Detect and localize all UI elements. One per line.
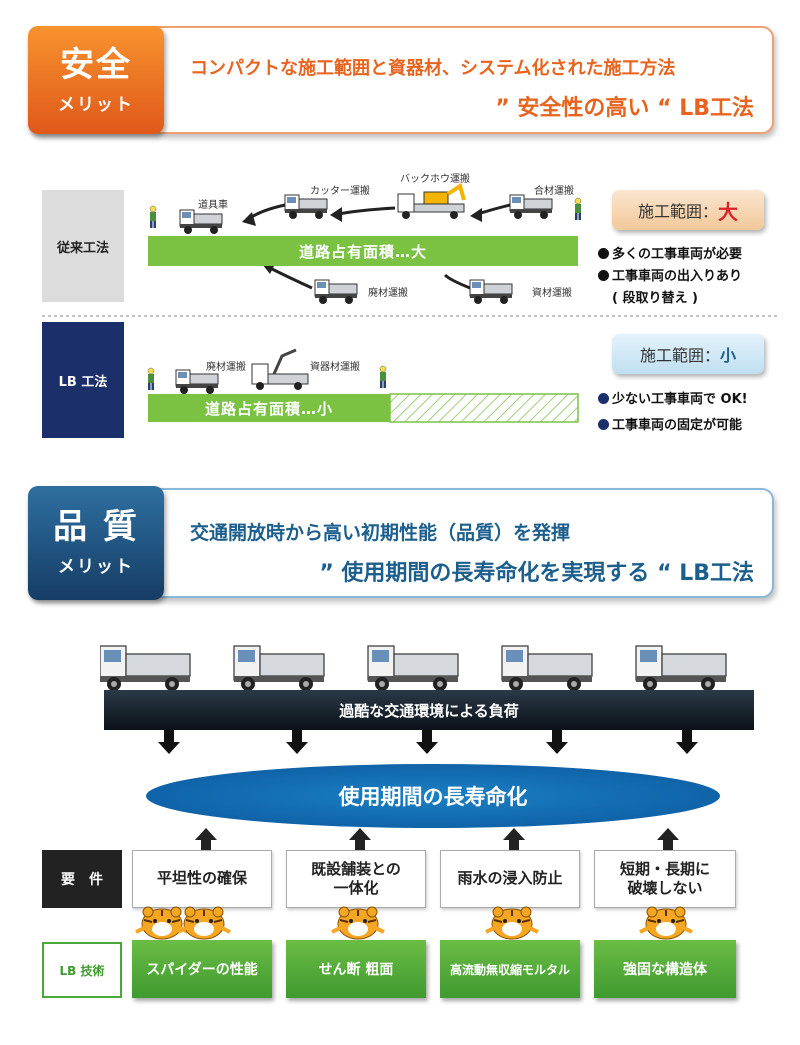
lb-bullet-1: 少ない工事車両で OK! <box>598 388 748 407</box>
up-arrow <box>503 828 525 850</box>
requirement-flatness: 平坦性の確保 <box>132 850 272 908</box>
caption-lb-waste: 廃材運搬 <box>206 362 246 373</box>
lb-scope-badge: 施工範囲： 小 <box>612 334 764 374</box>
lb-label-panel <box>42 322 124 438</box>
lb-unused-area <box>389 393 579 423</box>
lb-method-label: LB 工法 <box>58 374 108 390</box>
quality-banner: 品 質 メリット 交通開放時から高い初期性能（品質）を発揮 ” 使用期間の長寿命… <box>28 486 774 600</box>
up-arrow <box>657 828 679 850</box>
safety-line2: ” 安全性の高い “ LB工法 <box>495 96 754 121</box>
conventional-bullet-2: 工事車両の出入りあり <box>598 265 742 284</box>
safety-diagram-art <box>42 182 778 438</box>
conventional-scope-value: 大 <box>718 199 738 224</box>
tech-shear-rough-surface: せん断 粗面 <box>286 940 426 998</box>
lb-scope-prefix: 施工範囲： <box>639 346 720 365</box>
lb-scope-value: 小 <box>720 346 737 365</box>
requirement-integration: 既設舗装との 一体化 <box>286 850 426 908</box>
quality-line1: 交通開放時から高い初期性能（品質）を発揮 <box>190 522 571 544</box>
tech-structure: 強固な構造体 <box>594 940 736 998</box>
safety-line1: コンパクトな施工範囲と資器材、システム化された施工方法 <box>190 58 676 79</box>
quality-badge-subtitle: メリット <box>58 557 134 577</box>
tech-mortar: 高流動無収縮モルタル <box>440 940 580 998</box>
caption-material: 資材運搬 <box>532 288 572 299</box>
safety-badge-subtitle: メリット <box>58 95 134 115</box>
tiger-mascots <box>135 905 694 941</box>
safety-badge: 安全 メリット <box>28 26 164 134</box>
traffic-load-label: 過酷な交通環境による負荷 <box>339 701 519 720</box>
conventional-scope-badge: 施工範囲： 大 <box>612 190 764 230</box>
down-arrow <box>676 730 698 754</box>
up-arrow <box>349 828 371 850</box>
conventional-bullet-1: 多くの工事車両が必要 <box>598 243 742 262</box>
requirements-label: 要 件 <box>42 850 122 908</box>
caption-backhoe: バックホウ運搬 <box>400 174 470 185</box>
traffic-load-bar: 過酷な交通環境による負荷 <box>104 690 754 730</box>
conventional-label-panel <box>42 190 124 302</box>
up-arrow <box>195 828 217 850</box>
quality-badge: 品 質 メリット <box>28 486 164 600</box>
bullet-dot <box>598 393 609 404</box>
longevity-goal-label: 使用期間の長寿命化 <box>338 785 528 809</box>
requirement-waterproof: 雨水の浸入防止 <box>440 850 580 908</box>
down-arrow <box>286 730 308 754</box>
quality-badge-title: 品 質 <box>53 507 139 547</box>
down-arrow <box>546 730 568 754</box>
tech-spider: スパイダーの性能 <box>132 940 272 998</box>
bullet-dot <box>598 270 609 281</box>
safety-banner: 安全 メリット コンパクトな施工範囲と資器材、システム化された施工方法 ” 安全… <box>28 26 774 134</box>
caption-tool-truck: 道具車 <box>198 200 228 211</box>
lb-road: 道路占有面積…小 <box>148 394 390 422</box>
caption-lb-equipment: 資器材運搬 <box>310 362 360 373</box>
bullet-dot <box>598 248 609 259</box>
quality-line2: ” 使用期間の長寿命化を実現する “ LB工法 <box>319 561 754 586</box>
down-arrow <box>158 730 180 754</box>
safety-badge-title: 安全 <box>60 45 132 85</box>
caption-waste: 廃材運搬 <box>368 288 408 299</box>
conventional-method-label: 従来工法 <box>56 240 109 256</box>
bullet-dot <box>598 419 609 430</box>
lb-tech-label: LB 技術 <box>42 942 122 998</box>
down-arrow <box>416 730 438 754</box>
longevity-goal: 使用期間の長寿命化 <box>146 764 720 828</box>
lb-bullet-2: 工事車両の固定が可能 <box>598 414 742 433</box>
traffic-trucks <box>100 645 727 692</box>
conventional-scope-prefix: 施工範囲： <box>637 202 718 221</box>
caption-aggregate: 合材運搬 <box>534 186 574 197</box>
requirement-durability: 短期・長期に 破壊しない <box>594 850 736 908</box>
conventional-road: 道路占有面積…大 <box>148 236 578 266</box>
caption-cutter: カッター運搬 <box>310 186 370 197</box>
conventional-bullet-3: ( 段取り替え ) <box>612 291 698 306</box>
